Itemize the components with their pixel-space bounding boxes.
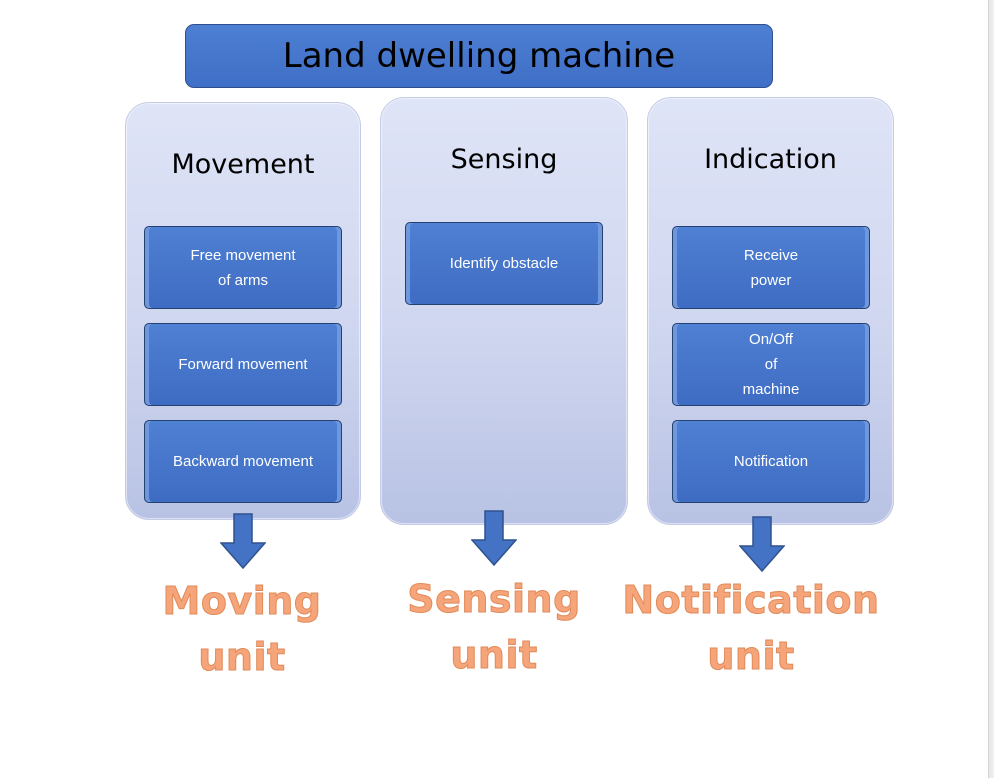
task-backward-movement: Backward movement bbox=[144, 420, 342, 503]
down-arrow-icon bbox=[739, 516, 785, 572]
down-arrow-icon bbox=[220, 513, 266, 569]
task-on-off-of-machine: On/Off of machine bbox=[672, 323, 870, 406]
task-free-movement-of-arms: Free movement of arms bbox=[144, 226, 342, 309]
task-forward-movement: Forward movement bbox=[144, 323, 342, 406]
unit-label-sensing: Sensing unit bbox=[407, 577, 581, 678]
column-header-movement: Movement bbox=[171, 149, 315, 180]
task-notification: Notification bbox=[672, 420, 870, 503]
column-sensing: Sensing bbox=[380, 97, 628, 525]
column-header-sensing: Sensing bbox=[450, 144, 558, 175]
diagram-title: Land dwelling machine bbox=[185, 24, 773, 88]
down-arrow-icon bbox=[471, 510, 517, 566]
page-edge bbox=[988, 0, 994, 778]
task-identify-obstacle: Identify obstacle bbox=[405, 222, 603, 305]
task-receive-power: Receive power bbox=[672, 226, 870, 309]
unit-label-notification: Notification unit bbox=[622, 578, 880, 679]
column-header-indication: Indication bbox=[704, 144, 837, 175]
unit-label-moving: Moving unit bbox=[162, 579, 322, 680]
